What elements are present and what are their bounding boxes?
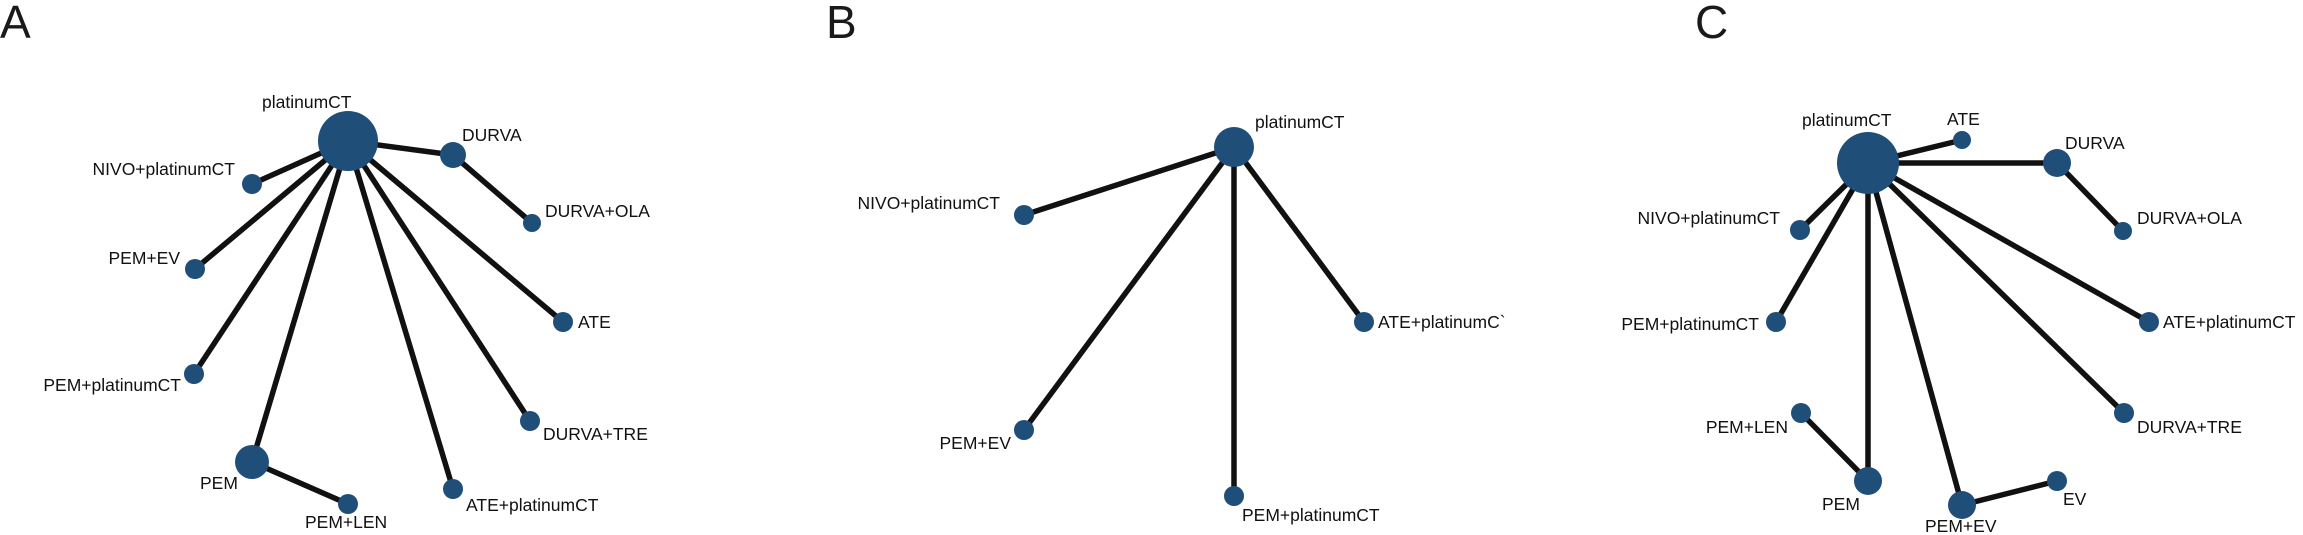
panel-a-edge-platinumct-to-ate <box>346 138 565 325</box>
panel-a-node-pem-plus-len <box>338 494 358 514</box>
panel-c-node-pem-plus-len <box>1791 403 1811 423</box>
panel-b-node-ate-plus-platinumct <box>1354 312 1374 332</box>
panel-a-label-pem-plus-len: PEM+LEN <box>305 512 387 532</box>
panel-a-label-durva-plus-tre: DURVA+TRE <box>543 424 648 444</box>
panel-c-edge-pem-plus-ev-to-ev <box>1961 478 2058 508</box>
panel-a-label-durva: DURVA <box>462 125 522 145</box>
panel-c-node-durva-plus-ola <box>2114 222 2132 240</box>
panel-a-node-pem-plus-ev <box>185 259 205 279</box>
panel-c-label-ev: EV <box>2063 489 2087 509</box>
panel-a-edge-platinumct-to-ate-plus-platinumct <box>345 140 456 490</box>
panel-c-node-pem-plus-platinumct <box>1766 312 1786 332</box>
panel-c-node-pem <box>1854 467 1882 495</box>
panel-c-label-pem: PEM <box>1822 494 1860 514</box>
panel-b-edge-platinumct-to-pem-plus-ev <box>1021 145 1237 432</box>
panel-c-node-ate <box>1953 131 1971 149</box>
panel-c-label-ate-plus-platinumct: ATE+platinumCT <box>2163 312 2296 332</box>
panel-b-edge-platinumct-to-ate-plus-platinumct <box>1231 145 1367 324</box>
panel-b-node-pem-plus-platinumct <box>1224 486 1244 506</box>
panel-a-label-durva-plus-ola: DURVA+OLA <box>545 201 650 221</box>
panel-b-node-nivo-plus-platinumct <box>1014 205 1034 225</box>
panel-c-node-platinumct <box>1837 132 1899 194</box>
panel-a-node-nivo-plus-platinumct <box>242 174 262 194</box>
panel-b-label-pem-plus-platinumct: PEM+platinumCT <box>1242 505 1380 525</box>
panel-c-node-durva-plus-tre <box>2114 403 2134 423</box>
panel-a: A platinumCT DURVA NIVO+platinumCT DURVA+OL… <box>0 0 650 532</box>
panel-a-label-platinumct: platinumCT <box>262 92 352 112</box>
panel-c-node-pem-plus-ev <box>1948 491 1976 519</box>
panel-c-node-ate-plus-platinumct <box>2139 312 2159 332</box>
panel-a-edges <box>191 138 565 507</box>
panel-a-edge-platinumct-to-durva-plus-tre <box>345 139 533 423</box>
panel-c-edge-platinumct-to-durva-plus-tre <box>1866 161 2126 415</box>
panel-c-label-pem-plus-len: PEM+LEN <box>1706 417 1788 437</box>
panel-a-node-platinumct <box>318 111 378 171</box>
panel-c-label-pem-plus-platinumct: PEM+platinumCT <box>1621 314 1759 334</box>
panel-c-edge-durva-to-durva-plus-ola <box>2055 161 2125 233</box>
panel-c-label-platinumct: platinumCT <box>1802 110 1892 130</box>
panel-b-labels: platinumCT NIVO+platinumCT ATE+platinumC` P… <box>858 112 1506 525</box>
panel-c: C platinumCT ATE DURVA NIVO+platinumCT DURVA… <box>1621 0 2295 535</box>
panel-a-label-ate: ATE <box>578 312 611 332</box>
panel-c-node-durva <box>2043 149 2071 177</box>
panel-a-node-durva <box>440 142 466 168</box>
panel-a-labels: platinumCT DURVA NIVO+platinumCT DURVA+OLA P… <box>43 92 650 532</box>
panel-c-node-nivo-plus-platinumct <box>1790 220 1810 240</box>
panel-b-node-platinumct <box>1214 127 1254 167</box>
panel-a-edge-durva-to-durva-plus-ola <box>451 152 534 226</box>
panel-c-label-durva-plus-ola: DURVA+OLA <box>2137 208 2242 228</box>
panel-b-nodes <box>1014 127 1374 506</box>
panel-c-label-durva: DURVA <box>2065 133 2125 153</box>
panel-c-edge-platinumct-to-ate-plus-platinumct <box>1866 160 2151 325</box>
panel-c-label-durva-plus-tre: DURVA+TRE <box>2137 417 2242 437</box>
panel-a-label-pem-plus-ev: PEM+EV <box>109 248 181 268</box>
panel-a-node-ate-plus-platinumct <box>443 479 463 499</box>
panel-c-edge-platinumct-to-pem-plus-ev <box>1865 162 1965 506</box>
panel-a-edge-pem-to-pem-plus-len <box>250 459 350 507</box>
panel-b-label-nivo-plus-platinumct: NIVO+platinumCT <box>858 193 1001 213</box>
panel-b-node-pem-plus-ev <box>1014 420 1034 440</box>
panel-a-node-durva-plus-tre <box>520 411 540 431</box>
panel-c-edges <box>1773 137 2151 508</box>
panel-b-edge-platinumct-to-nivo-plus-platinumct <box>1023 144 1235 218</box>
panel-letter-c: C <box>1695 0 1728 48</box>
panel-a-node-durva-plus-ola <box>523 214 541 232</box>
panel-c-nodes <box>1766 131 2159 519</box>
panel-b-label-pem-plus-ev: PEM+EV <box>940 433 1012 453</box>
panel-letter-b: B <box>826 0 857 48</box>
panel-a-node-pem-plus-platinumct <box>184 364 204 384</box>
panel-b-label-platinumct: platinumCT <box>1255 112 1345 132</box>
panel-a-edge-platinumct-to-pem-plus-platinumct <box>191 139 351 376</box>
panel-letter-a: A <box>0 0 31 48</box>
panel-b-edges <box>1021 144 1367 496</box>
panel-c-label-ate: ATE <box>1947 109 1980 129</box>
panel-a-label-pem: PEM <box>200 473 238 493</box>
panel-c-label-pem-plus-ev: PEM+EV <box>1925 516 1997 535</box>
panel-a-label-nivo-plus-platinumct: NIVO+platinumCT <box>93 159 236 179</box>
panel-a-nodes <box>184 111 573 514</box>
panel-c-label-nivo-plus-platinumct: NIVO+platinumCT <box>1638 208 1781 228</box>
panel-b: B platinumCT NIVO+platinumCT ATE+platinumC… <box>826 0 1506 525</box>
panel-c-node-ev <box>2047 471 2067 491</box>
panel-a-edge-platinumct-to-pem <box>249 140 351 463</box>
panel-a-label-pem-plus-platinumct: PEM+platinumCT <box>43 375 181 395</box>
panel-a-node-pem <box>235 445 269 479</box>
panel-c-edge-pem-plus-len-to-pem <box>1799 411 1870 483</box>
panel-a-edge-platinumct-to-pem-plus-ev <box>193 138 350 272</box>
panel-a-node-ate <box>553 312 573 332</box>
panel-b-label-ate-plus-platinumct: ATE+platinumC` <box>1378 312 1506 332</box>
panel-c-labels: platinumCT ATE DURVA NIVO+platinumCT DURVA+O… <box>1621 109 2295 535</box>
panel-a-label-ate-plus-platinumct: ATE+platinumCT <box>466 495 599 515</box>
